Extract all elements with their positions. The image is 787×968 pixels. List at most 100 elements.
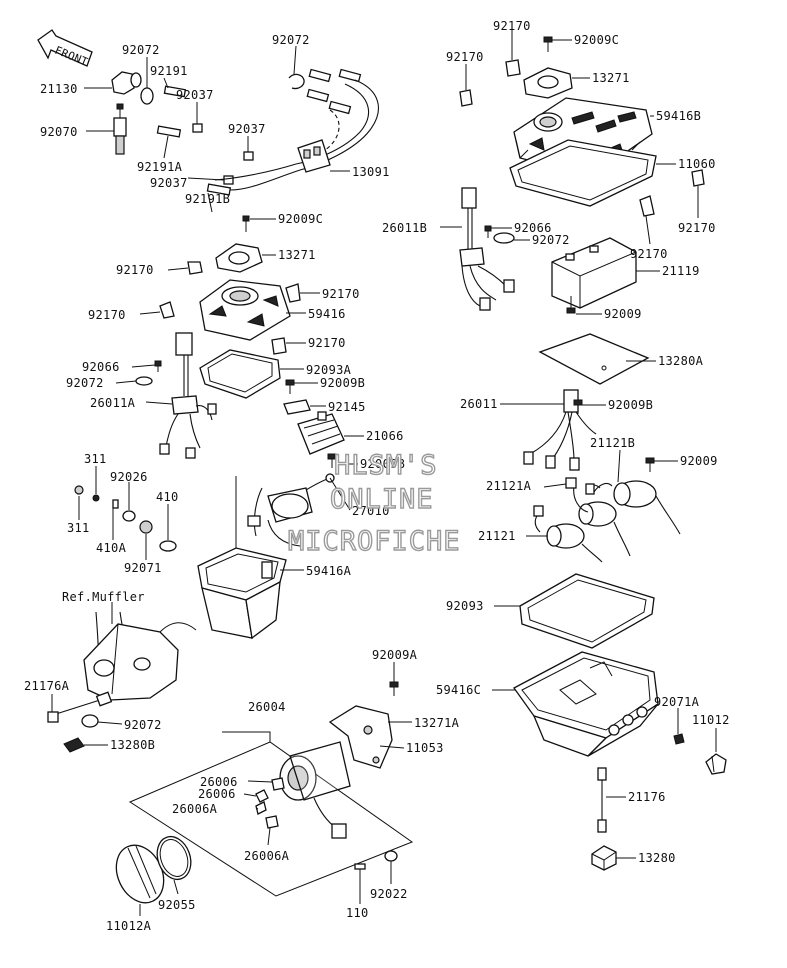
- label-92026: 92026: [110, 470, 148, 484]
- label-59416A: 59416A: [306, 564, 352, 578]
- label-92071: 92071: [124, 561, 162, 575]
- clip-ring-92072: [140, 87, 154, 105]
- label-410: 410: [156, 490, 179, 504]
- label-92009B-c: 92009B: [608, 398, 653, 412]
- harness-26011A: [159, 332, 217, 459]
- label-92145: 92145: [328, 400, 366, 414]
- cdi-unit-21119: [551, 237, 637, 309]
- part-labels: 21130 92070 92072 92191 92037 92037 9219…: [24, 19, 730, 933]
- label-92066-b: 92066: [514, 221, 552, 235]
- ring-92072-muffler: [81, 714, 99, 728]
- label-92170-d: 92170: [308, 336, 346, 350]
- muffler-reference: [83, 611, 197, 701]
- label-110: 110: [346, 906, 369, 920]
- bolt-110: [354, 863, 366, 898]
- label-13280B: 13280B: [110, 738, 155, 752]
- label-92170-b: 92170: [322, 287, 360, 301]
- ignition-coils-21121: [533, 477, 681, 563]
- label-92072-e: 92072: [532, 233, 570, 247]
- label-26006A-b: 26006A: [244, 849, 290, 863]
- label-59416: 59416: [308, 307, 346, 321]
- label-92009-b: 92009: [680, 454, 718, 468]
- label-92170-a: 92170: [116, 263, 154, 277]
- regulator-21066: [297, 411, 345, 455]
- label-92191A: 92191A: [137, 160, 183, 174]
- leader-lines: [51, 30, 717, 916]
- label-21066: 21066: [366, 429, 404, 443]
- bracket-92145: [283, 399, 311, 415]
- label-21121: 21121: [478, 529, 516, 543]
- label-59416C: 59416C: [436, 683, 481, 697]
- clips-26006: [255, 777, 285, 829]
- pad-13280: [591, 845, 617, 871]
- label-92009-a: 92009: [604, 307, 642, 321]
- sensor-21176A: [47, 691, 113, 723]
- label-92170-c: 92170: [88, 308, 126, 322]
- label-92022: 92022: [370, 887, 408, 901]
- front-direction-arrow: FRONT: [37, 29, 93, 69]
- label-92009C-a: 92009C: [278, 212, 323, 226]
- case-59416C: [513, 651, 659, 757]
- label-92070: 92070: [40, 125, 78, 139]
- label-11012: 11012: [692, 713, 730, 727]
- label-92037-c: 92037: [150, 176, 188, 190]
- screw-92066-left: [154, 360, 162, 372]
- label-92009B-a: 92009B: [320, 376, 365, 390]
- screw-92009C-right: [543, 36, 553, 52]
- screw-92009-coil: [645, 457, 655, 472]
- watermark-line-3: MICROFICHE: [288, 526, 461, 557]
- label-92009C-b: 92009C: [574, 33, 619, 47]
- plate-13271-right: [523, 67, 573, 99]
- watermark: HLSM'S ONLINE MICROFICHE: [287, 449, 461, 557]
- label-92191: 92191: [150, 64, 188, 78]
- watermark-line-2: ONLINE: [330, 484, 434, 515]
- hose-assembly-13091: [214, 68, 379, 191]
- label-13271-a: 13271: [278, 248, 316, 262]
- ring-92072-left: [135, 376, 153, 386]
- label-13280: 13280: [638, 851, 676, 865]
- bracket-13271A: [328, 705, 393, 769]
- label-11012A: 11012A: [106, 919, 152, 933]
- label-92191B: 92191B: [185, 192, 230, 206]
- label-311-a: 311: [84, 452, 107, 466]
- label-26011: 26011: [460, 397, 498, 411]
- label-59416B: 59416B: [656, 109, 701, 123]
- label-ref-muffler: Ref.Muffler: [62, 590, 145, 604]
- label-92170-e: 92170: [493, 19, 531, 33]
- ring-92072-right: [493, 232, 515, 244]
- label-92072-b: 92072: [272, 33, 310, 47]
- label-92093: 92093: [446, 599, 484, 613]
- fitting-21130: [111, 71, 142, 95]
- label-92072-d: 92072: [124, 718, 162, 732]
- label-13271A: 13271A: [414, 716, 460, 730]
- gasket-92093A: [199, 349, 281, 399]
- clips-92170-top-right: [459, 59, 705, 217]
- label-21121A: 21121A: [486, 479, 532, 493]
- oring-92055: [156, 835, 192, 881]
- cap-11012: [705, 753, 727, 775]
- label-92071A: 92071A: [654, 695, 700, 709]
- nut-92071A: [673, 733, 685, 745]
- screw-92009C-left: [242, 215, 250, 232]
- tubes-92191: [156, 85, 232, 196]
- label-11060: 11060: [678, 157, 716, 171]
- label-92170-g: 92170: [678, 221, 716, 235]
- label-21121B: 21121B: [590, 436, 635, 450]
- label-92072-c: 92072: [66, 376, 104, 390]
- label-92170-h: 92170: [630, 247, 668, 261]
- label-92170-f: 92170: [446, 50, 484, 64]
- clips-92170-left: [159, 261, 301, 355]
- label-410A: 410A: [96, 541, 127, 555]
- label-11053: 11053: [406, 741, 444, 755]
- label-26011B: 26011B: [382, 221, 427, 235]
- fasteners-311-92026-410: [74, 485, 177, 552]
- coil-27010: [247, 473, 335, 547]
- harness-26011: [523, 389, 597, 471]
- gasket-11060: [509, 139, 657, 207]
- box-59416A: [197, 476, 287, 640]
- label-26006-a: 26006: [200, 775, 238, 789]
- harness-26011B: [459, 187, 515, 311]
- screw-92009A: [389, 681, 399, 696]
- screw-92066-right: [484, 225, 492, 238]
